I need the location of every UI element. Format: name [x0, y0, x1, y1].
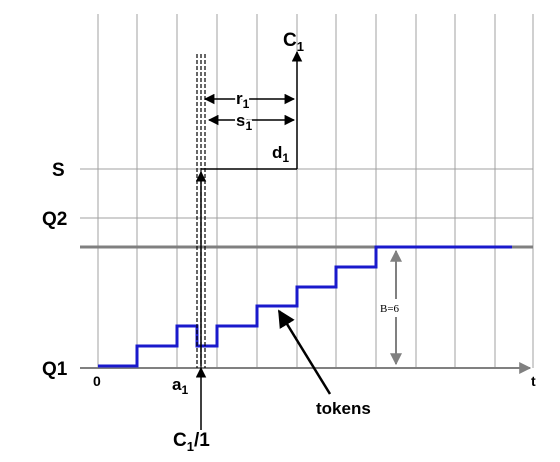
x-label-t: t — [531, 373, 536, 389]
label-s1: s1 — [236, 111, 252, 133]
label-r1: r1 — [236, 89, 250, 111]
label-tokens: tokens — [316, 399, 371, 418]
y-label-q2: Q2 — [42, 209, 67, 230]
label-c1-top: C1 — [283, 30, 304, 54]
y-label-q1: Q1 — [42, 359, 68, 380]
bucket-label-bg — [378, 299, 414, 317]
grid-vertical-lines — [97, 14, 534, 368]
label-a1: a1 — [172, 375, 188, 397]
grid — [80, 14, 534, 368]
y-label-s: S — [52, 160, 65, 181]
tokens-pointer-arrow — [277, 309, 332, 395]
label-c1-bottom: C1/1 — [173, 430, 210, 454]
token-staircase — [98, 245, 512, 368]
x-label-zero: 0 — [93, 373, 101, 389]
label-d1: d1 — [272, 143, 289, 165]
label-bucket-size: B=6 — [380, 303, 400, 315]
